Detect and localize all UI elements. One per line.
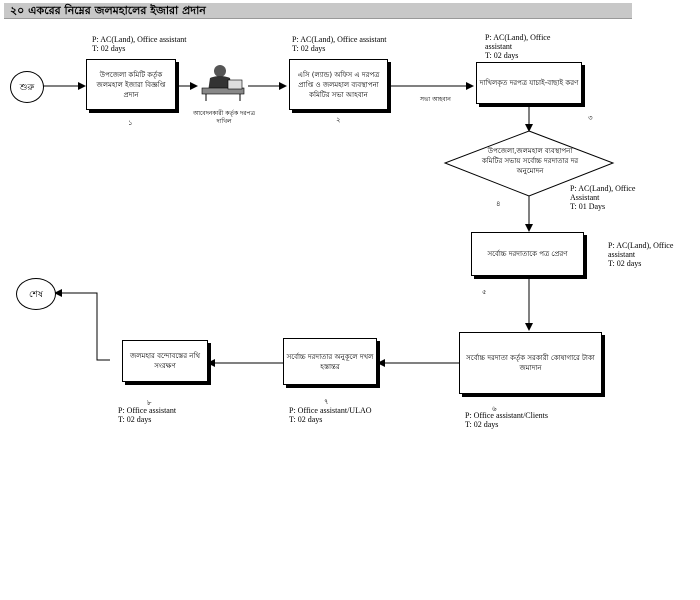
step5-number: ৫ [482, 288, 487, 296]
step6-number: ৬ [492, 405, 497, 413]
decision-diamond [443, 130, 615, 197]
step2-meta: P: AC(Land), Office assistant T: 02 days [292, 35, 387, 53]
step4-number: ৪ [496, 200, 501, 208]
step5-text: সর্বোচ্চ দরদাতাকে পত্র প্রেরণ [487, 250, 568, 258]
step8-box: জলমহার বন্দোবস্তের নথি সংরক্ষণ [122, 340, 208, 382]
step7-meta: P: Office assistant/ULAO T: 02 days [289, 406, 372, 424]
step8-time: T: 02 days [118, 415, 152, 424]
meeting-caption: সভা আহবান [420, 96, 451, 103]
arrow-step8-to-end [54, 289, 110, 361]
step7-text: সর্বোচ্চ দরদাতার অনুকূলে দখল হস্তান্তর [286, 352, 374, 371]
page-title: ২০ একরের নিম্নের জলমহালের ইজারা প্রদান [10, 4, 206, 17]
step2-time: T: 02 days [292, 44, 326, 53]
applicant-caption: আবেদনকারী কর্তৃক দরপত্র দাখিল [192, 110, 256, 125]
step3-time: T: 02 days [485, 51, 519, 60]
end-label: শেষ [29, 289, 43, 300]
step4-text: উপজেলা,জলমহাল ব্যবস্থাপনা কমিটির সভায় স… [481, 147, 579, 175]
step6-meta: P: Office assistant/Clients T: 02 days [465, 411, 548, 429]
step1-number: ১ [128, 119, 133, 127]
step8-meta: P: Office assistant T: 02 days [118, 406, 176, 424]
step3-number: ৩ [588, 114, 593, 122]
title-bar: ২০ একরের নিম্নের জলমহালের ইজারা প্রদান [4, 3, 632, 19]
start-node: শুরু [10, 71, 44, 103]
end-node: শেষ [16, 278, 56, 310]
step1-box: উপজেলা কমিটি কর্তৃক জলমহাল ইজারা বিজ্ঞপ্… [86, 59, 176, 110]
step3-person: P: AC(Land), Office assistant [485, 33, 551, 51]
step2-text: এসি (ল্যান্ড) অফিস এ দরপত্র প্রাপ্তি ও জ… [297, 70, 380, 99]
step7-box: সর্বোচ্চ দরদাতার অনুকূলে দখল হস্তান্তর [283, 338, 377, 385]
step2-person: P: AC(Land), Office assistant [292, 35, 387, 44]
step2-box: এসি (ল্যান্ড) অফিস এ দরপত্র প্রাপ্তি ও জ… [289, 59, 388, 110]
step4-meta: P: AC(Land), Office Assistant T: 01 Days [570, 184, 654, 211]
step2-number: ২ [336, 116, 341, 124]
step5-person: P: AC(Land), Office assistant [608, 241, 674, 259]
step1-text: উপজেলা কমিটি কর্তৃক জলমহাল ইজারা বিজ্ঞপ্… [96, 70, 166, 99]
step6-time: T: 02 days [465, 420, 499, 429]
step8-person: P: Office assistant [118, 406, 177, 415]
applicant-clipart-icon [201, 65, 245, 101]
step5-meta: P: AC(Land), Office assistant T: 02 days [608, 241, 688, 268]
step6-box: সর্বোচ্চ দরদাতা কর্তৃক সরকারী কোষাগারে ট… [459, 332, 602, 394]
step4-time: T: 01 Days [570, 202, 606, 211]
step1-meta: P: AC(Land), Office assistant T: 02 days [92, 35, 187, 53]
step3-text: দাখিলকৃত দরপত্র যাচাই-বাছাই করণ [479, 79, 579, 87]
step7-time: T: 02 days [289, 415, 323, 424]
step5-box: সর্বোচ্চ দরদাতাকে পত্র প্রেরণ [471, 232, 584, 276]
step3-box: দাখিলকৃত দরপত্র যাচাই-বাছাই করণ [476, 62, 582, 104]
step5-time: T: 02 days [608, 259, 642, 268]
step7-person: P: Office assistant/ULAO [289, 406, 372, 415]
step8-text: জলমহার বন্দোবস্তের নথি সংরক্ষণ [129, 352, 201, 370]
step1-time: T: 02 days [92, 44, 126, 53]
step3-meta: P: AC(Land), Office assistant T: 02 days [485, 33, 577, 60]
step6-text: সর্বোচ্চ দরদাতা কর্তৃক সরকারী কোষাগারে ট… [466, 354, 595, 372]
step6-person: P: Office assistant/Clients [465, 411, 548, 420]
step4-person: P: AC(Land), Office Assistant [570, 184, 636, 202]
step7-number: ৭ [324, 398, 329, 406]
step1-person: P: AC(Land), Office assistant [92, 35, 187, 44]
start-label: শুরু [19, 82, 35, 93]
step8-number: ৮ [147, 399, 152, 407]
